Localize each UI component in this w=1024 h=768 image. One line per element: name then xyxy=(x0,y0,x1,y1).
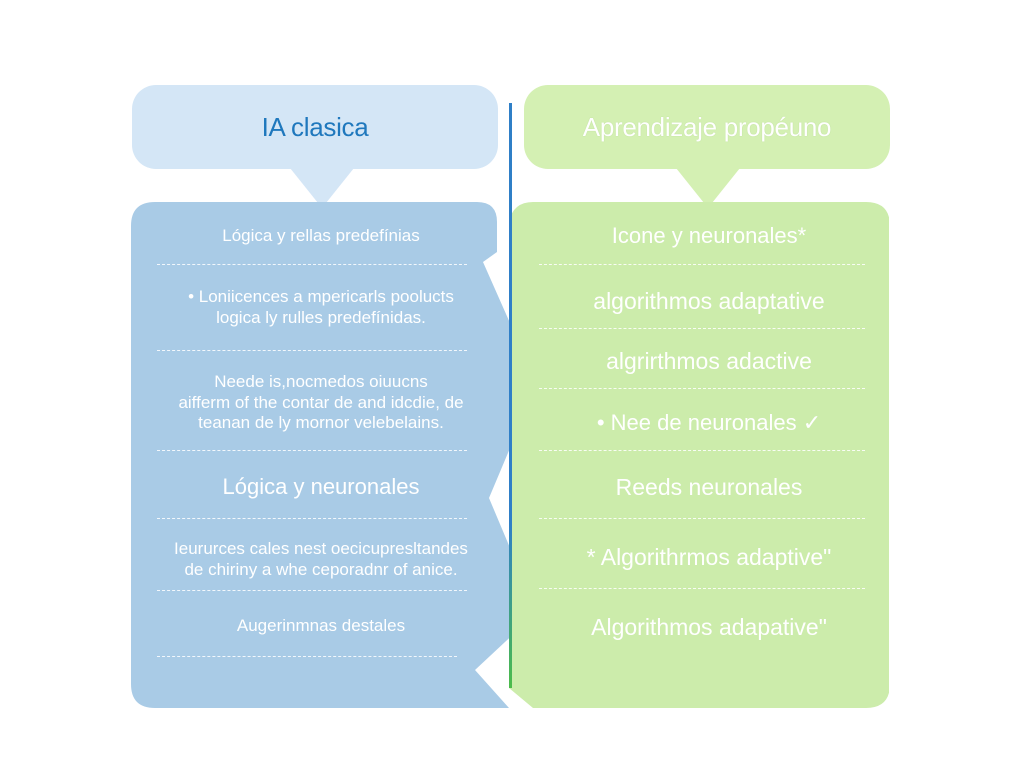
row-divider xyxy=(157,264,467,265)
adaptive-row-1: Icone y neuronales* xyxy=(611,222,807,248)
classic-ai-panel-shape xyxy=(131,202,511,708)
row-divider xyxy=(539,264,865,265)
classic-row-5: Ieururces cales nest oecicupresltandes d… xyxy=(174,539,468,579)
adaptive-learning-title: Aprendizaje propéuno xyxy=(582,111,832,142)
adaptive-row-6: * Algorithrmos adaptive" xyxy=(586,543,832,570)
classic-ai-header-pointer xyxy=(290,168,354,208)
row-divider xyxy=(157,656,457,657)
classic-ai-title: IA clasica xyxy=(261,111,369,142)
adaptive-learning-panel: Icone y neuronales* algorithmos adaptati… xyxy=(509,202,889,708)
classic-row-1: Lógica y rellas predefínias xyxy=(222,225,420,245)
row-divider xyxy=(539,388,865,389)
row-divider xyxy=(539,588,865,589)
row-divider xyxy=(539,518,865,519)
classic-row-2: • Loniicences a mpericarls poolucts logi… xyxy=(188,287,454,327)
classic-row-3: Neede is,nocmedos oiuucns aifferm of the… xyxy=(178,371,464,433)
classic-row-6: Augerinmnas destales xyxy=(236,615,406,635)
adaptive-row-2: algorithmos adaptative xyxy=(593,287,825,314)
classic-ai-header: IA clasica xyxy=(132,85,498,169)
adaptive-row-4: • Nee de neuronales ✓ xyxy=(596,409,822,435)
adaptive-row-5: Reeds neuronales xyxy=(615,473,803,500)
row-divider xyxy=(157,450,467,451)
adaptive-row-7: Algorithmos adapative" xyxy=(591,613,827,640)
row-divider xyxy=(157,590,467,591)
row-divider xyxy=(157,518,467,519)
classic-ai-panel: Lógica y rellas predefínias • Loniicence… xyxy=(131,202,511,708)
row-divider xyxy=(539,450,865,451)
adaptive-learning-header: Aprendizaje propéuno xyxy=(524,85,890,169)
classic-row-4: Lógica y neuronales xyxy=(222,473,420,499)
adaptive-row-3: algrirthmos adactive xyxy=(606,347,812,374)
center-divider-line xyxy=(509,103,512,688)
row-divider xyxy=(157,350,467,351)
row-divider xyxy=(539,328,865,329)
adaptive-learning-header-pointer xyxy=(676,168,740,208)
